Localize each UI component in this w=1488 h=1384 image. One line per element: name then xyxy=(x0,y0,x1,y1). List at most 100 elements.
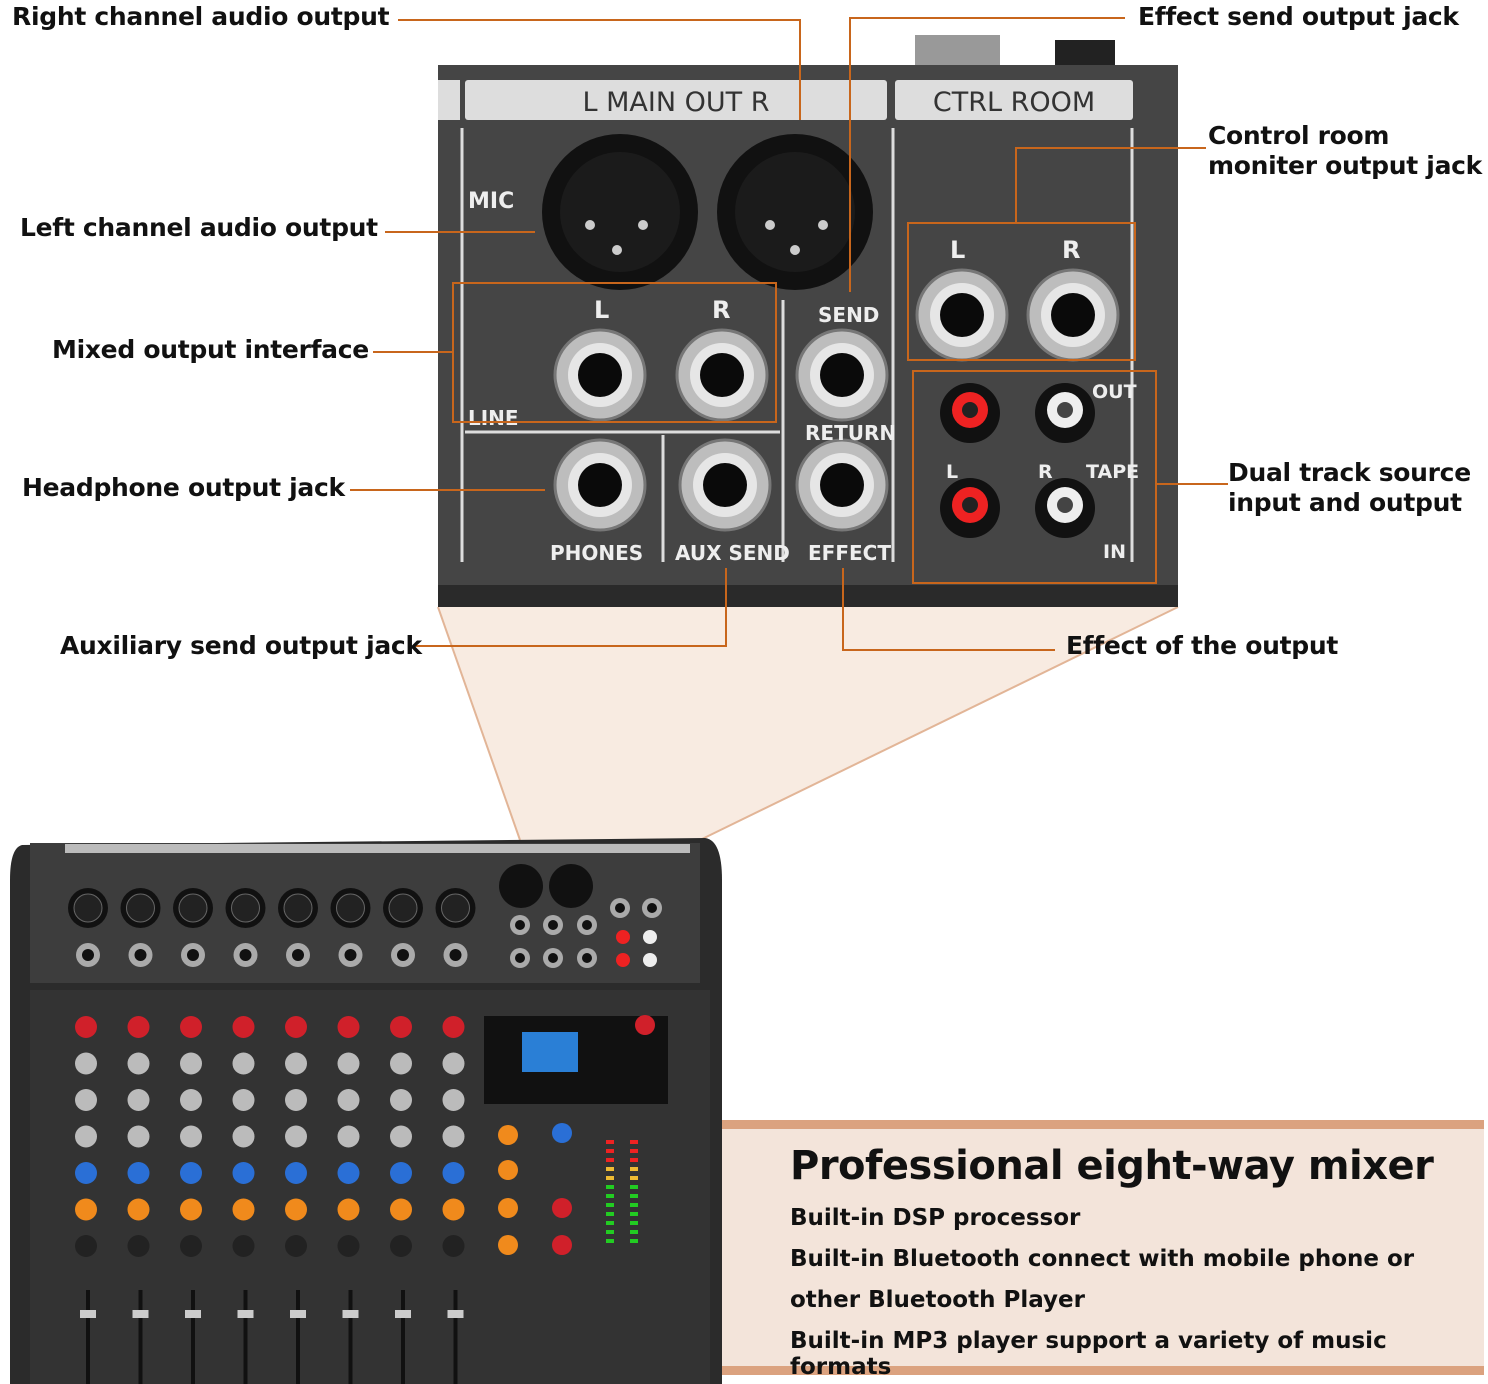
knob[interactable] xyxy=(180,1198,202,1221)
fader[interactable] xyxy=(290,1310,306,1318)
return-label: RETURN xyxy=(805,421,896,445)
knob[interactable] xyxy=(127,1089,150,1111)
xlr-output-right xyxy=(717,134,873,290)
fader[interactable] xyxy=(80,1310,96,1318)
channel-strip xyxy=(383,888,423,1384)
tape-label: TAPE xyxy=(1086,461,1139,483)
knob[interactable] xyxy=(390,1052,412,1075)
knob[interactable] xyxy=(232,1016,255,1038)
knob[interactable] xyxy=(635,1015,655,1035)
knob[interactable] xyxy=(442,1235,465,1257)
knob[interactable] xyxy=(232,1089,255,1111)
knob[interactable] xyxy=(285,1016,307,1038)
knob[interactable] xyxy=(390,1235,412,1257)
knob[interactable] xyxy=(390,1162,412,1184)
knob[interactable] xyxy=(232,1125,255,1148)
knob[interactable] xyxy=(180,1016,202,1038)
out-label: OUT xyxy=(1092,381,1137,403)
callout-left-channel: Left channel audio output xyxy=(20,213,378,242)
knob[interactable] xyxy=(232,1198,255,1221)
knob[interactable] xyxy=(180,1052,202,1075)
knob[interactable] xyxy=(337,1052,360,1075)
knob[interactable] xyxy=(232,1235,255,1257)
knob[interactable] xyxy=(127,1125,150,1148)
knob[interactable] xyxy=(127,1162,150,1184)
knob[interactable] xyxy=(127,1052,150,1075)
callout-control-room-1: Control room xyxy=(1208,121,1390,150)
effect-knob[interactable] xyxy=(498,1235,518,1255)
knob[interactable] xyxy=(75,1235,97,1257)
knob[interactable] xyxy=(337,1016,360,1038)
knob[interactable] xyxy=(337,1235,360,1257)
knob[interactable] xyxy=(552,1198,572,1218)
knob[interactable] xyxy=(232,1052,255,1075)
knob[interactable] xyxy=(75,1016,97,1038)
callout-mixed-output: Mixed output interface xyxy=(52,335,369,364)
knob[interactable] xyxy=(127,1198,150,1221)
knob[interactable] xyxy=(442,1052,465,1075)
knob[interactable] xyxy=(75,1162,97,1184)
fader[interactable] xyxy=(447,1310,464,1318)
knob[interactable] xyxy=(285,1089,307,1111)
knob[interactable] xyxy=(75,1125,97,1148)
feature-title: Professional eight-way mixer xyxy=(790,1143,1434,1189)
knob[interactable] xyxy=(127,1235,150,1257)
knob[interactable] xyxy=(75,1089,97,1111)
knob[interactable] xyxy=(75,1052,97,1075)
knob[interactable] xyxy=(442,1125,465,1148)
aux-send-label: AUX SEND xyxy=(675,541,790,565)
knob[interactable] xyxy=(390,1016,412,1038)
knob[interactable] xyxy=(442,1089,465,1111)
line-label: LINE xyxy=(468,406,519,430)
knob[interactable] xyxy=(390,1125,412,1148)
knob[interactable] xyxy=(127,1016,150,1038)
knob[interactable] xyxy=(285,1235,307,1257)
rca-jack xyxy=(643,953,657,967)
xlr-main-out xyxy=(499,864,543,908)
knob[interactable] xyxy=(442,1016,465,1038)
fader[interactable] xyxy=(237,1310,254,1318)
rca-jack xyxy=(616,930,630,944)
knob[interactable] xyxy=(285,1162,307,1184)
channel-strip xyxy=(225,888,266,1384)
knob[interactable] xyxy=(180,1162,202,1184)
ctrl-room-label: CTRL ROOM xyxy=(933,87,1095,118)
callout-right-channel: Right channel audio output xyxy=(12,2,390,31)
in-label: IN xyxy=(1103,541,1126,563)
knob[interactable] xyxy=(552,1235,572,1255)
fader[interactable] xyxy=(185,1310,201,1318)
effect-knob[interactable] xyxy=(498,1198,518,1218)
effect-knob[interactable] xyxy=(498,1160,518,1180)
knob[interactable] xyxy=(232,1162,255,1184)
ctrl-room-highlight xyxy=(907,222,1136,361)
knob[interactable] xyxy=(180,1089,202,1111)
channel-strip xyxy=(278,888,318,1384)
knob[interactable] xyxy=(337,1089,360,1111)
knob[interactable] xyxy=(285,1125,307,1148)
knob[interactable] xyxy=(285,1052,307,1075)
fader[interactable] xyxy=(342,1310,359,1318)
knob[interactable] xyxy=(75,1198,97,1221)
knob[interactable] xyxy=(390,1089,412,1111)
ctrl-room-l-jack xyxy=(915,268,1009,362)
knob[interactable] xyxy=(180,1235,202,1257)
knob[interactable] xyxy=(285,1198,307,1221)
feature-item: Built-in DSP processor xyxy=(790,1205,1081,1231)
fader[interactable] xyxy=(132,1310,149,1318)
knob[interactable] xyxy=(552,1123,572,1143)
knob[interactable] xyxy=(180,1125,202,1148)
knob[interactable] xyxy=(337,1125,360,1148)
xlr-output-left xyxy=(542,134,698,290)
effect-knob[interactable] xyxy=(498,1125,518,1145)
knob[interactable] xyxy=(442,1162,465,1184)
fader[interactable] xyxy=(395,1310,411,1318)
knob[interactable] xyxy=(442,1198,465,1221)
line-r-label: R xyxy=(712,296,730,324)
knob[interactable] xyxy=(390,1198,412,1221)
channel-strip xyxy=(120,888,161,1384)
knob[interactable] xyxy=(337,1198,360,1221)
main-out-label: L MAIN OUT R xyxy=(583,87,770,118)
knob[interactable] xyxy=(337,1162,360,1184)
